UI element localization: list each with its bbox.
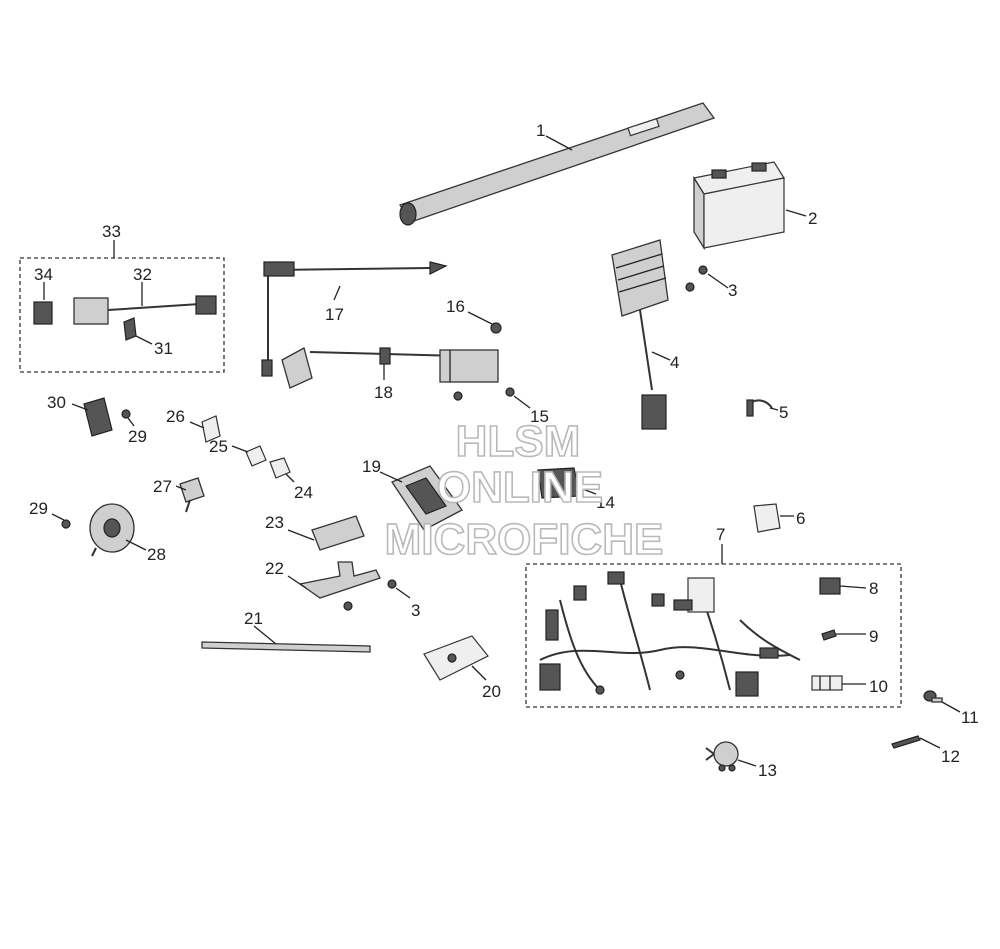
part-20-bracket <box>423 635 489 681</box>
callout-19: 19 <box>362 457 381 476</box>
part-32-switch-harness <box>73 295 217 325</box>
part-11-screw <box>923 690 943 703</box>
part-4-regulator <box>611 239 669 430</box>
callout-6: 6 <box>796 509 805 528</box>
callout-30: 30 <box>47 393 66 412</box>
part-21-rod <box>201 641 371 653</box>
part-17-cable <box>261 261 448 377</box>
part-9-terminal <box>821 629 837 641</box>
callout-28: 28 <box>147 545 166 564</box>
part-19-cdi-unit <box>391 465 463 531</box>
callout-3b: 3 <box>411 601 420 620</box>
part-6-cap <box>753 503 781 533</box>
part-23-plate <box>311 515 365 551</box>
callout-20: 20 <box>482 682 501 701</box>
callout-26: 26 <box>166 407 185 426</box>
callout-22: 22 <box>265 559 284 578</box>
part-14-cover <box>537 467 581 499</box>
callout-12: 12 <box>941 747 960 766</box>
callout-15: 15 <box>530 407 549 426</box>
part-30-relay <box>83 397 113 437</box>
callout-33: 33 <box>102 222 121 241</box>
callout-24: 24 <box>294 483 313 502</box>
part-10-connector <box>811 675 843 691</box>
part-25-bulb <box>245 445 267 467</box>
part-1-tube <box>398 102 716 226</box>
callout-31: 31 <box>154 339 173 358</box>
part-15-bolts <box>453 387 515 401</box>
part-2-battery <box>693 161 785 251</box>
part-31-key <box>123 317 137 341</box>
part-22-mount-bracket <box>298 561 381 611</box>
part-8-relay <box>819 577 841 595</box>
part-18-ignition-coil <box>281 347 499 389</box>
callout-1: 1 <box>536 121 545 140</box>
part-34-switch-body <box>33 301 53 325</box>
callout-32: 32 <box>133 265 152 284</box>
part-27-socket <box>179 477 205 513</box>
callout-25: 25 <box>209 437 228 456</box>
callout-4: 4 <box>670 353 679 372</box>
callout-2: 2 <box>808 209 817 228</box>
callout-14: 14 <box>596 493 615 512</box>
part-7-wiring-harness <box>539 571 801 697</box>
callout-3a: 3 <box>728 281 737 300</box>
callout-29a: 29 <box>29 499 48 518</box>
part-12-pin <box>891 735 921 749</box>
callout-16: 16 <box>446 297 465 316</box>
part-13-clamp <box>705 741 739 772</box>
callout-9: 9 <box>869 627 878 646</box>
callout-11: 11 <box>961 708 979 727</box>
callout-5: 5 <box>779 403 788 422</box>
callout-18: 18 <box>374 383 393 402</box>
part-29-bolt-right <box>121 409 131 419</box>
callout-13: 13 <box>758 761 777 780</box>
part-26-bulb <box>201 415 221 443</box>
callout-23: 23 <box>265 513 284 532</box>
callout-27: 27 <box>153 477 172 496</box>
part-24-bulb <box>269 457 291 479</box>
watermark-line-1: HLSM <box>456 417 581 466</box>
switch-group-box <box>19 257 225 373</box>
part-3-bolt-upper <box>685 265 708 292</box>
callout-29b: 29 <box>128 427 147 446</box>
callout-21: 21 <box>244 609 263 628</box>
part-29-bolt-left <box>61 519 71 529</box>
callout-8: 8 <box>869 579 878 598</box>
watermark-line-3: MICROFICHE <box>385 515 664 564</box>
part-28-horn <box>89 503 135 557</box>
part-16-nut <box>490 322 502 334</box>
callout-7: 7 <box>716 525 725 544</box>
callout-10: 10 <box>869 677 888 696</box>
watermark: HLSM ONLINE MICROFICHE <box>384 416 664 565</box>
callout-17: 17 <box>325 305 344 324</box>
watermark-line-2: ONLINE <box>437 463 603 512</box>
part-5-wire-clip <box>746 399 773 417</box>
part-3-bolt-lower <box>387 579 397 589</box>
callout-34: 34 <box>34 265 53 284</box>
